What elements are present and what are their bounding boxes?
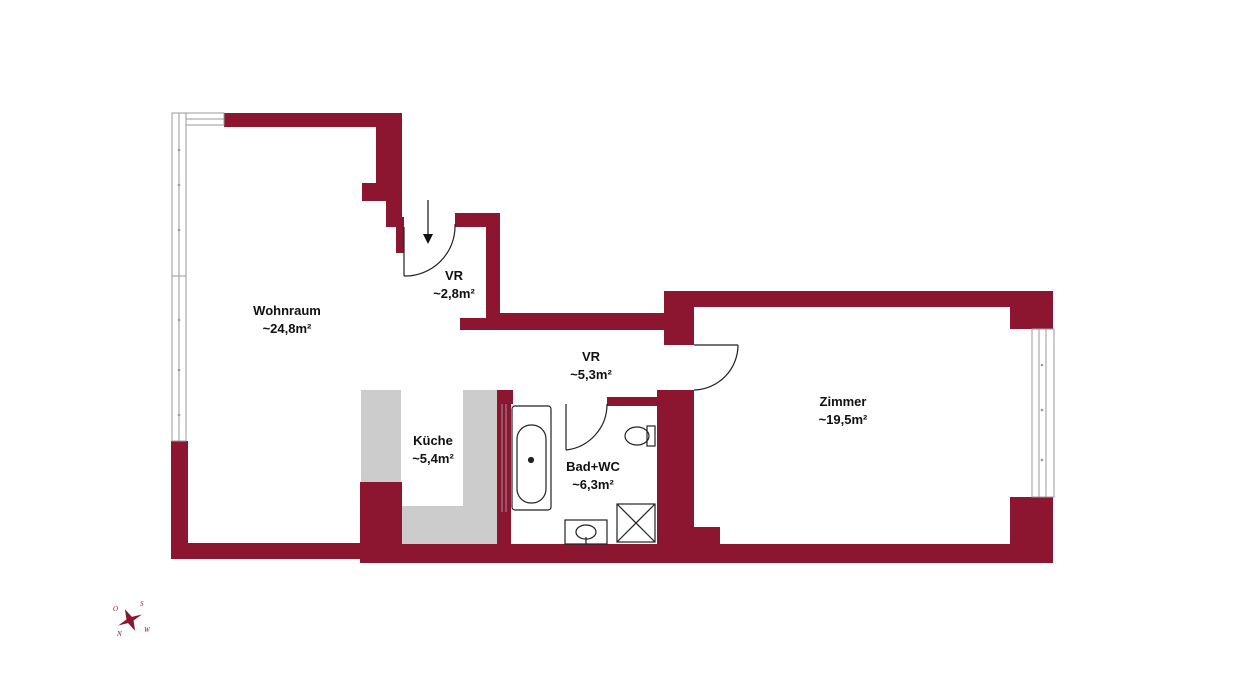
room-area: ~6,3m²	[572, 477, 614, 492]
wall-bath-left	[497, 390, 511, 544]
wall-zimmer-top	[664, 291, 1053, 307]
room-name: VR	[445, 268, 464, 283]
kitchen-counters	[361, 390, 497, 544]
compass-letter-n: N	[116, 630, 122, 638]
room-name: Küche	[413, 433, 453, 448]
room-name: Bad+WC	[566, 459, 620, 474]
room-label-zimmer: Zimmer ~19,5m²	[819, 394, 868, 427]
wall-bath-top-right	[607, 397, 657, 406]
room-name: Zimmer	[820, 394, 867, 409]
wall-bottom	[360, 544, 1053, 563]
room-area: ~24,8m²	[263, 321, 312, 336]
wall-vr-left-jamb2	[396, 217, 404, 253]
wall-kitchen-block	[360, 482, 402, 563]
walls	[171, 113, 1053, 563]
toilet-icon	[624, 425, 656, 447]
room-area: ~5,4m²	[412, 451, 454, 466]
wall-vr-stub	[460, 318, 500, 330]
room-area: ~19,5m²	[819, 412, 868, 427]
wall-wohnraum-bottom	[171, 543, 363, 559]
room-area: ~2,8m²	[433, 286, 475, 301]
bathtub-icon	[511, 405, 552, 511]
wall-wohnraum-top	[224, 113, 402, 127]
kitchen-counter-left	[361, 390, 401, 482]
wall-bath-top-left	[497, 390, 513, 404]
wall-bath-right	[657, 390, 680, 544]
windows	[171, 112, 1055, 512]
doors	[403, 223, 739, 451]
compass-letter-o: O	[113, 605, 118, 613]
room-name: Wohnraum	[253, 303, 321, 318]
door-bath	[565, 403, 608, 451]
window-dots	[177, 148, 1044, 462]
door-vr-top	[403, 223, 456, 277]
sink-icon	[564, 519, 608, 545]
compass-letter-s: S	[140, 600, 144, 608]
compass-rose-icon: O S N W	[113, 600, 151, 638]
wall-wohnraum-left-lower	[171, 441, 188, 559]
wall-zimmer-left-lower	[680, 390, 694, 540]
room-label-vr-mid: VR ~5,3m²	[570, 349, 612, 382]
room-label-vr-top: VR ~2,8m²	[433, 268, 475, 301]
room-label-kueche: Küche ~5,4m²	[412, 433, 454, 466]
window-zimmer-right	[1031, 328, 1055, 498]
room-area: ~5,3m²	[570, 367, 612, 382]
wall-vr-left-notch	[362, 183, 402, 201]
wall-vr-right-vertical	[486, 213, 500, 325]
wall-corridor-top	[500, 313, 680, 330]
entrance-arrow-icon	[423, 200, 433, 244]
kitchen-counter-bottom	[402, 506, 497, 544]
wall-vr-left-upper	[376, 113, 402, 183]
room-label-bad: Bad+WC ~6,3m²	[566, 459, 620, 492]
room-label-wohnraum: Wohnraum ~24,8m²	[253, 303, 321, 336]
room-name: VR	[582, 349, 601, 364]
compass-letter-w: W	[144, 626, 151, 634]
wall-zimmer-right-upper	[1010, 291, 1053, 329]
shower-icon	[616, 503, 656, 543]
door-zimmer	[693, 344, 739, 391]
wall-zimmer-left-upper	[664, 291, 694, 345]
